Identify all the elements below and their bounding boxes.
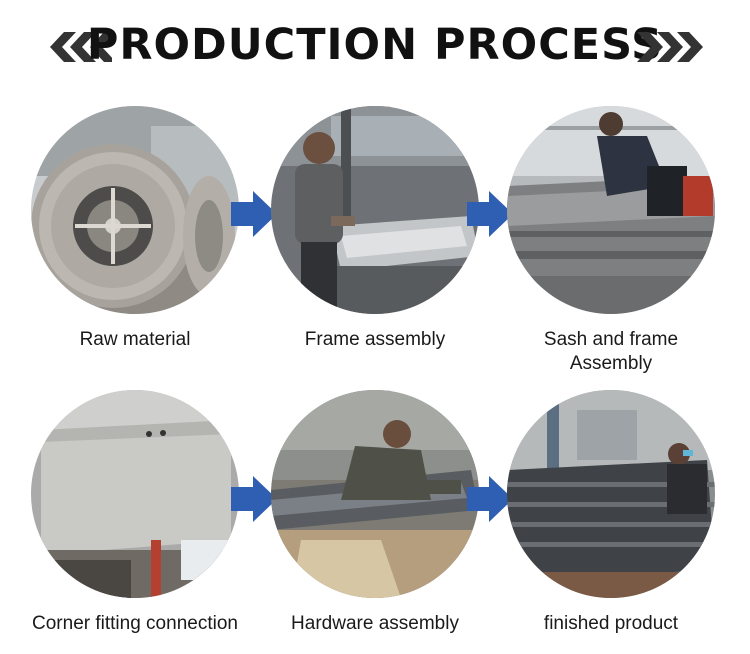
hardware-assembly-photo bbox=[271, 390, 479, 598]
step-label-line2: Assembly bbox=[569, 353, 653, 374]
arrow-right-icon bbox=[467, 476, 513, 522]
step-label: Sash and frame bbox=[543, 329, 679, 350]
step-label: Raw material bbox=[79, 329, 191, 350]
raw-material-photo bbox=[31, 106, 239, 314]
page-title: PRODUCTION PROCESS bbox=[86, 20, 664, 70]
arrow-right-icon bbox=[231, 191, 277, 237]
step-label: finished product bbox=[543, 613, 679, 634]
corner-fitting-photo bbox=[31, 390, 239, 598]
step-label: Hardware assembly bbox=[291, 613, 459, 634]
finished-product-photo bbox=[507, 390, 715, 598]
double-chevron-right-icon bbox=[637, 32, 703, 62]
arrow-right-icon bbox=[231, 476, 277, 522]
arrow-right-icon bbox=[467, 191, 513, 237]
frame-assembly-photo bbox=[271, 106, 479, 314]
step-label: Frame assembly bbox=[304, 329, 446, 350]
double-chevron-left-icon bbox=[50, 32, 112, 62]
sash-frame-assembly-photo bbox=[507, 106, 715, 314]
page-header: PRODUCTION PROCESS bbox=[0, 18, 750, 74]
step-label: Corner fitting connection bbox=[32, 613, 238, 634]
